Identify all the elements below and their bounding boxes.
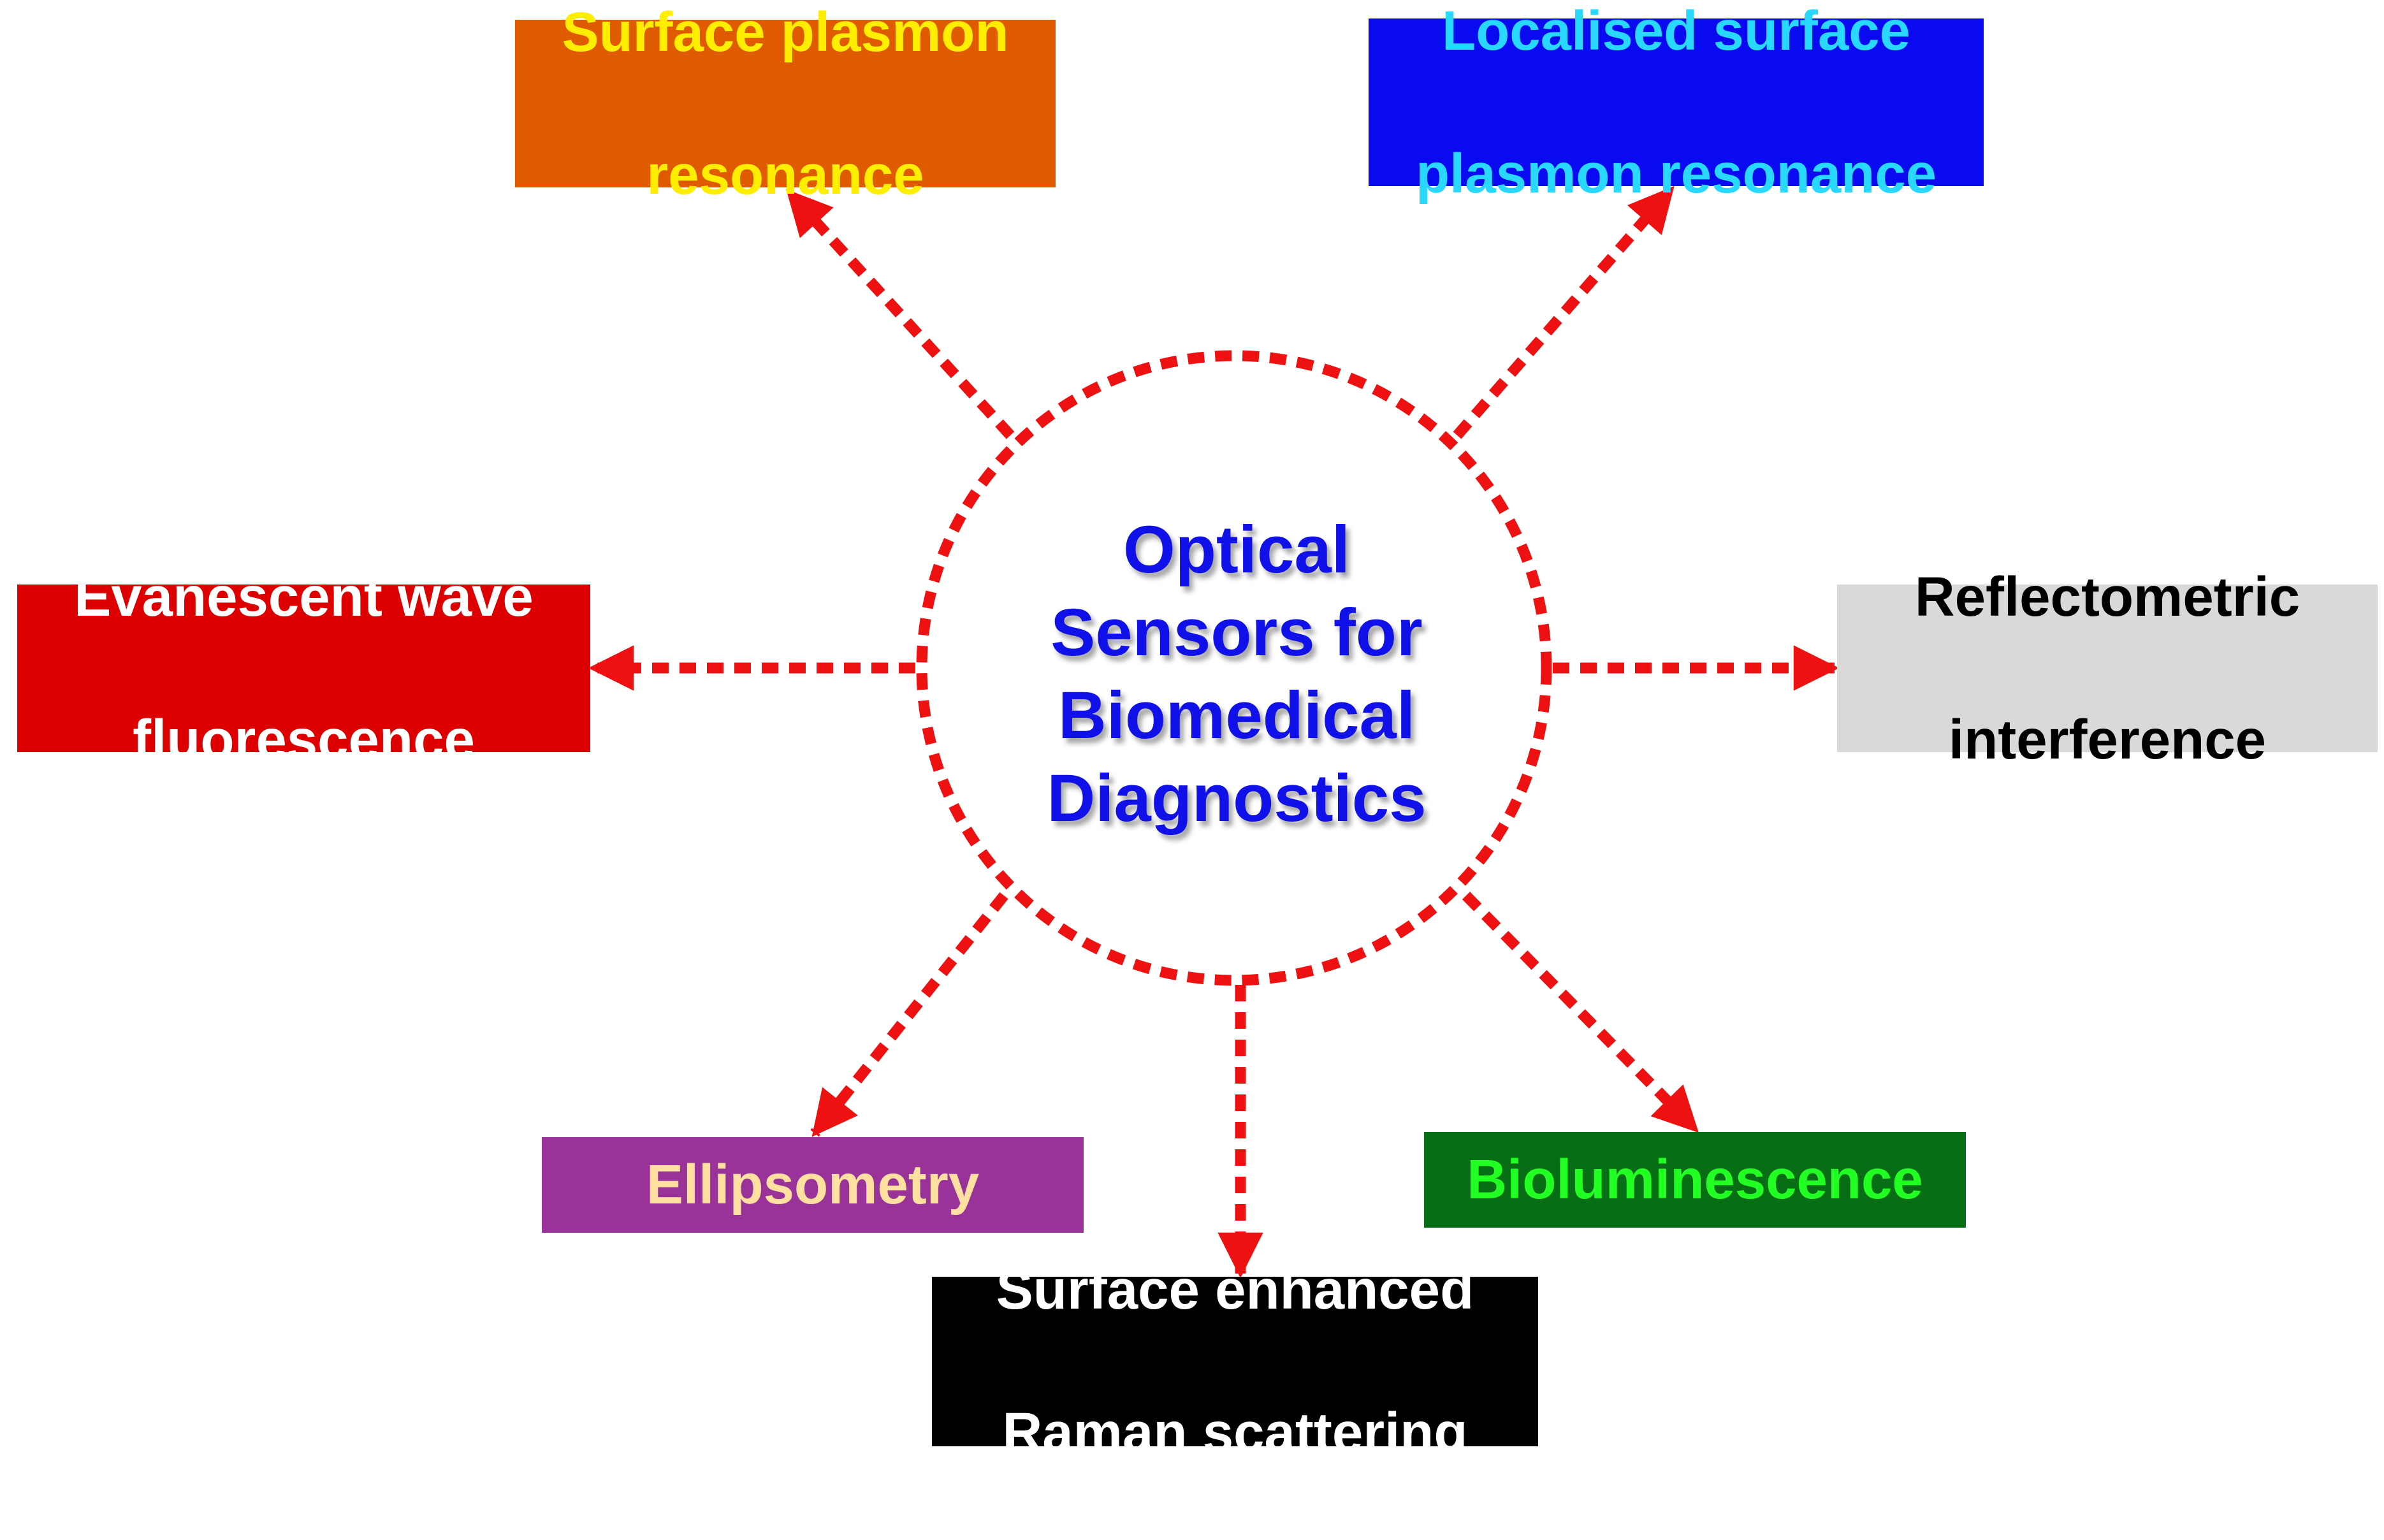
arrow-to-ellipsometry — [810, 892, 1008, 1137]
localised-surface-plasmon-resonance-line-1: Localised surface — [1442, 0, 1910, 62]
reflectometric-interference-line-2: interference — [1948, 708, 2267, 771]
evanescent-wave-fluorescence-box: Evanescent wave fluorescence — [17, 566, 590, 771]
connector-layer — [588, 185, 1840, 1279]
evanescent-wave-fluorescence-line-1: Evanescent wave — [74, 565, 534, 628]
center-dashed-circle — [916, 350, 1552, 986]
center-title-line-1: Optical — [1123, 512, 1350, 587]
center-title-line-2: Sensors for — [1050, 595, 1423, 670]
localised-surface-plasmon-resonance-box: Localised surface plasmon resonance — [1369, 0, 1984, 205]
surface-plasmon-resonance-line-2: resonance — [646, 143, 924, 206]
surface-plasmon-resonance-line-1: Surface plasmon — [562, 1, 1009, 63]
bioluminescence-box: Bioluminescence — [1424, 1132, 1966, 1228]
ellipsometry-line-1: Ellipsometry — [646, 1154, 980, 1216]
surface-enhanced-raman-scattering-box: Surface enhanced Raman scattering — [932, 1259, 1538, 1464]
center-title: Optical Sensors for Biomedical Diagnosti… — [943, 496, 1530, 853]
surface-enhanced-raman-scattering-line-2: Raman scattering — [1002, 1402, 1468, 1464]
center-title-line-3: Biomedical — [1058, 678, 1416, 753]
surface-plasmon-resonance-box: Surface plasmon resonance — [515, 1, 1056, 206]
ellipsometry-box: Ellipsometry — [542, 1137, 1084, 1233]
reflectometric-interference-line-1: Reflectometric — [1914, 565, 2300, 628]
bioluminescence-line-1: Bioluminescence — [1467, 1149, 1923, 1210]
localised-surface-plasmon-resonance-line-2: plasmon resonance — [1415, 142, 1937, 205]
evanescent-wave-fluorescence-line-2: fluorescence — [133, 708, 475, 771]
surface-enhanced-raman-scattering-line-1: Surface enhanced — [996, 1259, 1474, 1321]
center-title-line-4: Diagnostics — [1047, 761, 1427, 836]
reflectometric-interference-box: Reflectometric interference — [1837, 566, 2378, 771]
